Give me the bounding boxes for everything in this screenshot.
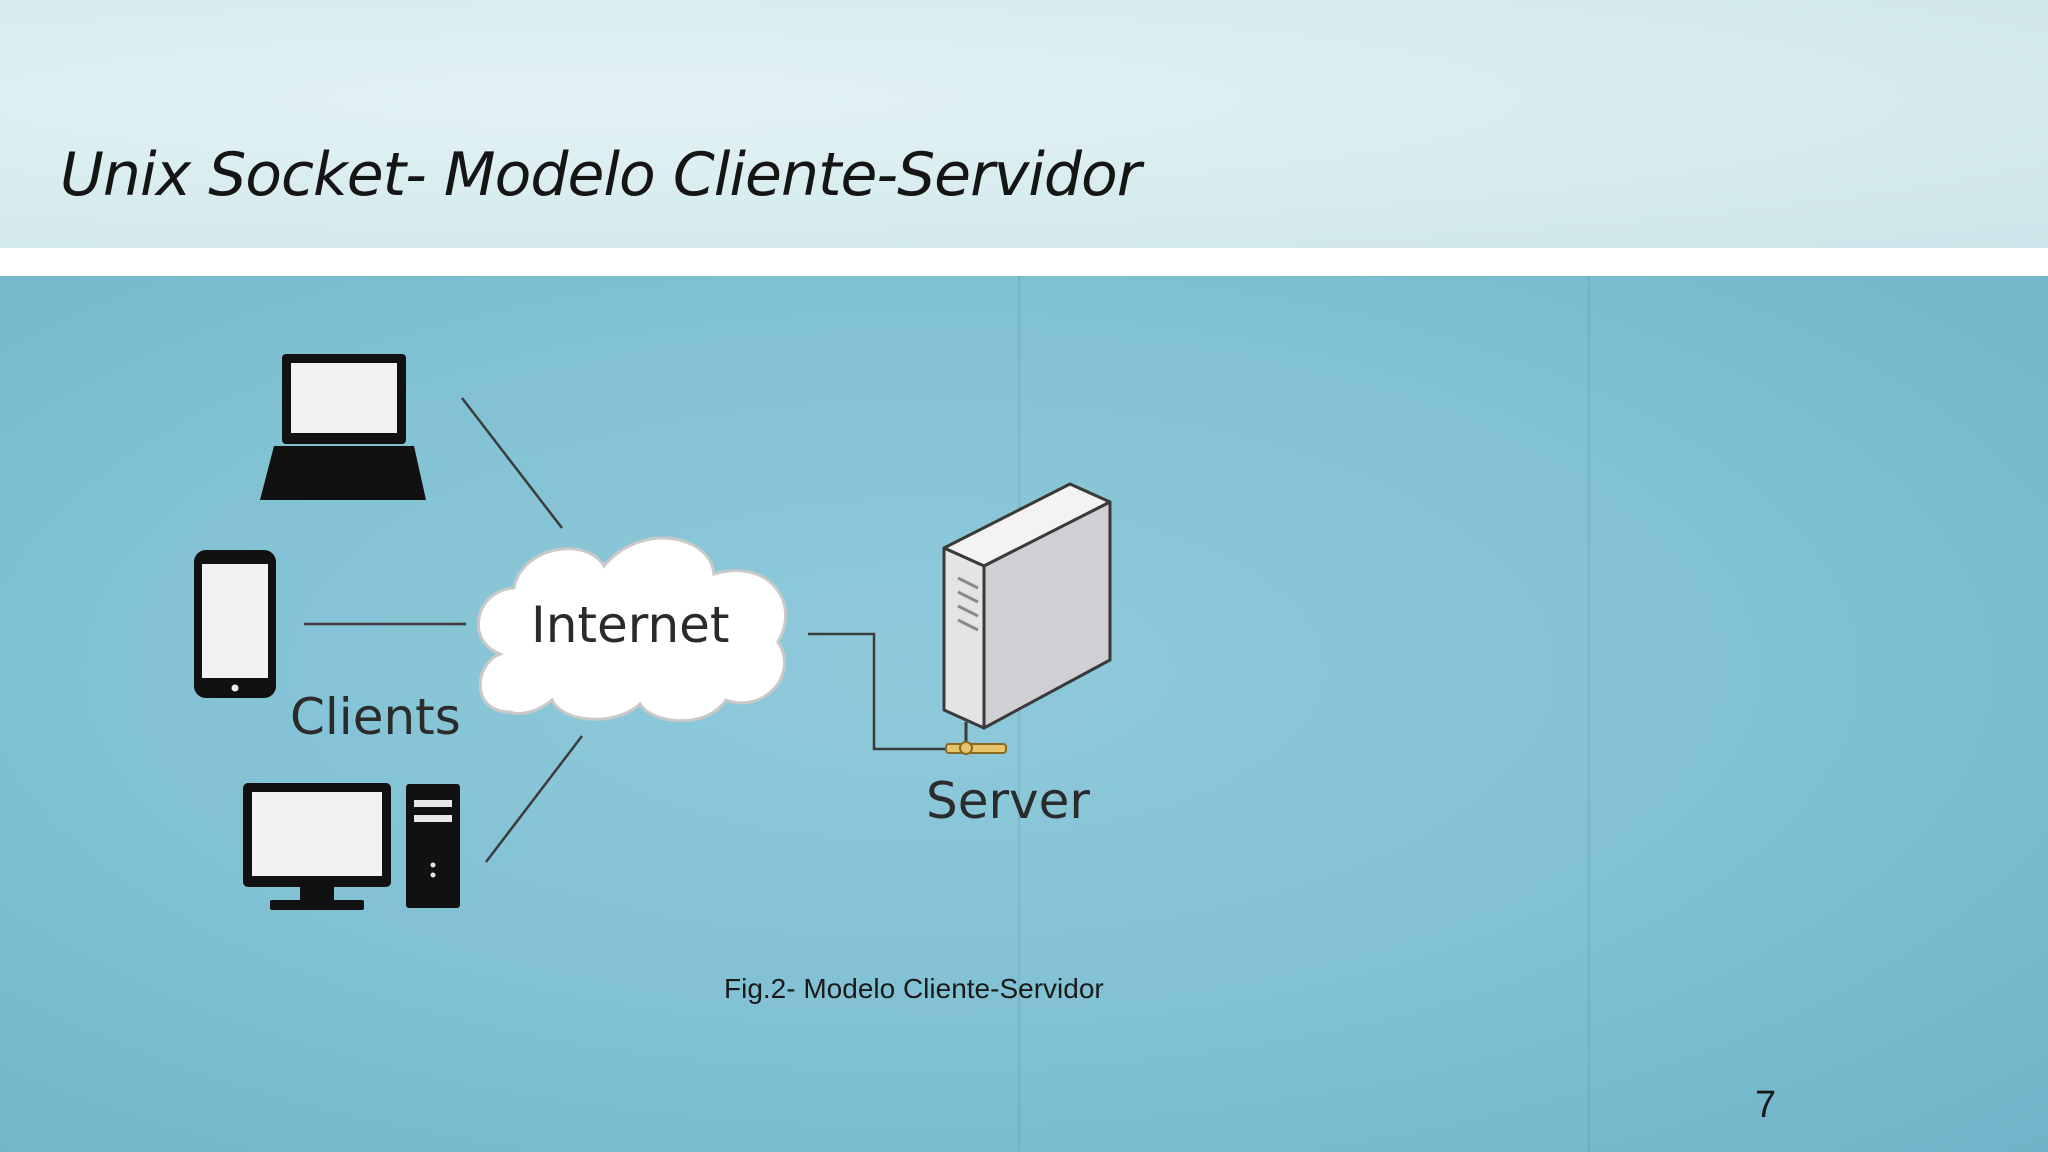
internet-label: Internet [531, 596, 730, 654]
clients-label: Clients [290, 688, 461, 746]
internet-cloud-icon [476, 536, 788, 723]
paper-fold [1018, 276, 1020, 1152]
desktop-link-line [485, 735, 583, 863]
page-number: 7 [1755, 1084, 1777, 1126]
desktop-computer-icon [243, 783, 460, 910]
server-tower-icon [942, 482, 1112, 755]
laptop-link-line [461, 397, 563, 529]
server-label: Server [926, 772, 1090, 830]
header-divider [0, 248, 2048, 276]
server-link-line [808, 632, 962, 751]
laptop-icon [260, 354, 426, 500]
slide-header: Unix Socket- Modelo Cliente-Servidor [0, 0, 2048, 248]
smartphone-icon [194, 550, 276, 698]
slide-title: Unix Socket- Modelo Cliente-Servidor [60, 140, 1141, 210]
paper-fold [1588, 276, 1590, 1152]
figure-caption: Fig.2- Modelo Cliente-Servidor [724, 973, 1104, 1004]
connection-lines [304, 397, 962, 863]
